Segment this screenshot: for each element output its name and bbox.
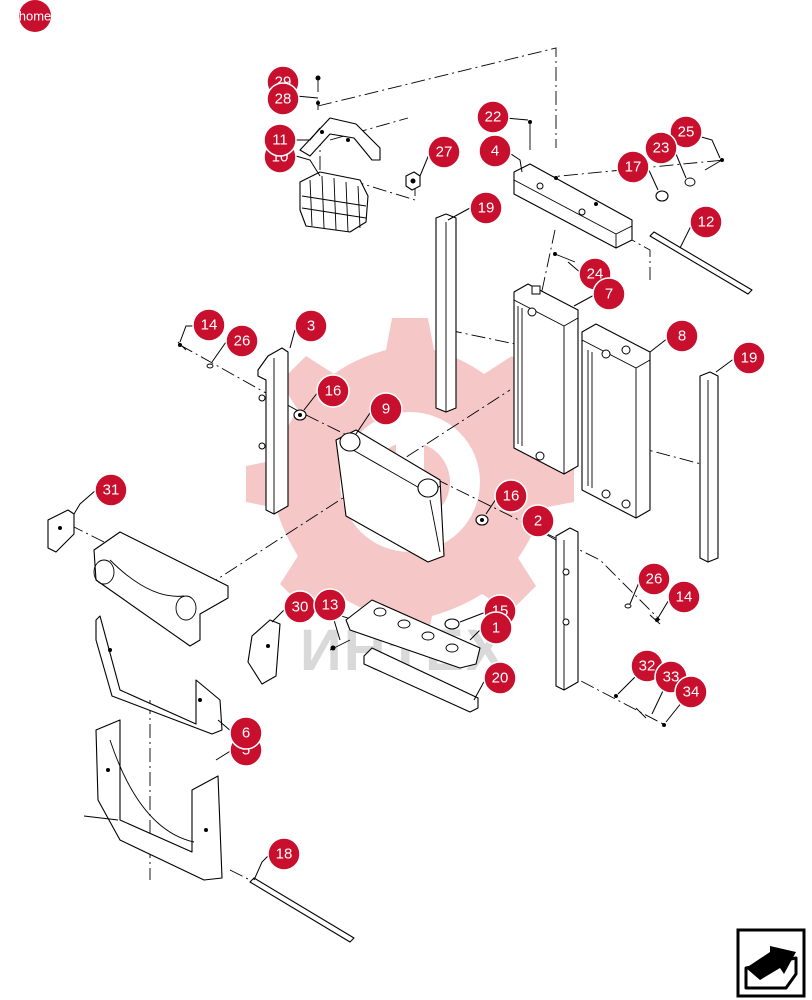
callout-27[interactable]: 27	[427, 135, 461, 169]
callout-19-right[interactable]: 19	[732, 341, 766, 375]
svg-text:14: 14	[201, 317, 218, 334]
nut-part-16-left	[293, 409, 307, 421]
shroud-frame-part-5	[83, 719, 223, 881]
callout-12[interactable]: 12	[689, 205, 723, 239]
side-bracket-part-2	[555, 527, 579, 691]
svg-text:14: 14	[676, 589, 693, 606]
nut-part-16-right	[475, 514, 489, 526]
callout-34[interactable]: 34	[674, 675, 708, 709]
svg-text:28: 28	[275, 91, 292, 108]
callout-23[interactable]: 23	[644, 131, 678, 165]
svg-text:4: 4	[491, 143, 499, 160]
svg-text:31: 31	[103, 482, 120, 499]
svg-text:11: 11	[272, 132, 288, 149]
callout-18[interactable]: 18	[267, 837, 301, 871]
svg-text:16: 16	[325, 383, 342, 400]
svg-text:19: 19	[478, 200, 495, 217]
callout-30[interactable]: 30	[283, 590, 317, 624]
callout-13[interactable]: 13	[313, 588, 347, 622]
svg-text:9: 9	[382, 401, 390, 418]
callout-9[interactable]: 9	[369, 392, 403, 426]
screw-part-24	[553, 252, 576, 263]
fan-shroud-assembly	[93, 531, 229, 647]
svg-text:22: 22	[485, 109, 502, 126]
seal-strip-part-12	[649, 231, 753, 295]
svg-text:1: 1	[492, 620, 500, 637]
callout-31[interactable]: 31	[94, 473, 128, 507]
svg-text:2: 2	[534, 513, 542, 530]
callout-2[interactable]: 2	[521, 504, 555, 538]
next-page-arrow-icon[interactable]	[736, 928, 806, 998]
svg-text:20: 20	[492, 670, 509, 687]
callout-4[interactable]: 4	[478, 134, 512, 168]
svg-text:13: 13	[322, 597, 339, 614]
svg-text:26: 26	[646, 571, 663, 588]
svg-text:16: 16	[503, 488, 520, 505]
callout-16-left[interactable]: 16	[316, 374, 350, 408]
bracket-part-11	[299, 117, 381, 161]
callout-3[interactable]: 3	[294, 309, 328, 343]
svg-text:25: 25	[678, 124, 695, 141]
fastener-group-32-33-34	[614, 694, 666, 727]
callout-20[interactable]: 20	[483, 661, 517, 695]
seal-strip-part-18	[249, 877, 355, 943]
svg-text:12: 12	[698, 214, 715, 231]
callout-16-right[interactable]: 16	[494, 479, 528, 513]
mounting-rail-part-1	[345, 599, 481, 669]
screw-part-22	[528, 120, 532, 150]
top-bracket-part-4	[513, 163, 633, 249]
svg-text:26: 26	[234, 333, 251, 350]
bracket-part-30	[247, 619, 281, 685]
radiator-part-7	[513, 283, 579, 475]
callout-26-left[interactable]: 26	[225, 324, 259, 358]
svg-text:27: 27	[436, 144, 453, 161]
svg-text:7: 7	[605, 286, 613, 303]
callouts: 29 28 10 11 27 4 22 25 23 17 12 19 24 7 …	[94, 65, 766, 871]
home-button-label: home	[19, 9, 52, 24]
fastener-group-14-26-left	[177, 341, 214, 369]
callout-7[interactable]: 7	[592, 277, 626, 311]
filler-bar-part-19-left	[435, 213, 457, 413]
callout-25[interactable]: 25	[669, 115, 703, 149]
callout-11[interactable]: 11	[263, 123, 297, 157]
callout-1[interactable]: 1	[479, 611, 513, 645]
svg-text:5: 5	[242, 742, 250, 759]
svg-text:6: 6	[242, 725, 250, 742]
callout-6[interactable]: 6	[229, 716, 263, 750]
callout-26-right[interactable]: 26	[637, 562, 671, 596]
charge-air-cooler-part-9	[335, 429, 445, 563]
bolt-part-13	[329, 639, 351, 651]
mounting-bar-part-20	[363, 647, 479, 713]
bracket-part-31	[47, 509, 75, 553]
svg-text:17: 17	[625, 159, 642, 176]
svg-text:32: 32	[639, 658, 656, 675]
home-button[interactable]: home	[19, 0, 52, 32]
callout-19-left[interactable]: 19	[469, 191, 503, 225]
callout-14-left[interactable]: 14	[192, 308, 226, 342]
fastener-group-26-14-right	[624, 603, 661, 625]
fastener-group-17-23-25	[655, 158, 724, 202]
nut-part-27	[405, 171, 421, 191]
callout-8[interactable]: 8	[665, 319, 699, 353]
svg-text:3: 3	[307, 318, 315, 335]
svg-text:18: 18	[276, 846, 293, 863]
svg-text:23: 23	[653, 140, 670, 157]
callout-22[interactable]: 22	[476, 100, 510, 134]
callout-28[interactable]: 28	[266, 82, 300, 116]
callout-14-right[interactable]: 14	[667, 580, 701, 614]
svg-text:34: 34	[683, 684, 700, 701]
filler-bar-part-19-right	[699, 371, 719, 563]
callout-17[interactable]: 17	[616, 150, 650, 184]
svg-text:8: 8	[678, 328, 686, 345]
svg-text:33: 33	[663, 669, 680, 686]
oil-cooler-part-8	[581, 323, 651, 519]
svg-text:19: 19	[741, 350, 758, 367]
svg-text:24: 24	[587, 266, 604, 283]
side-bracket-part-3	[257, 347, 289, 515]
reservoir-tank-part-10	[299, 171, 369, 233]
shroud-frame-part-6	[95, 615, 223, 735]
screw-part-29	[315, 75, 321, 110]
svg-text:30: 30	[292, 599, 309, 616]
